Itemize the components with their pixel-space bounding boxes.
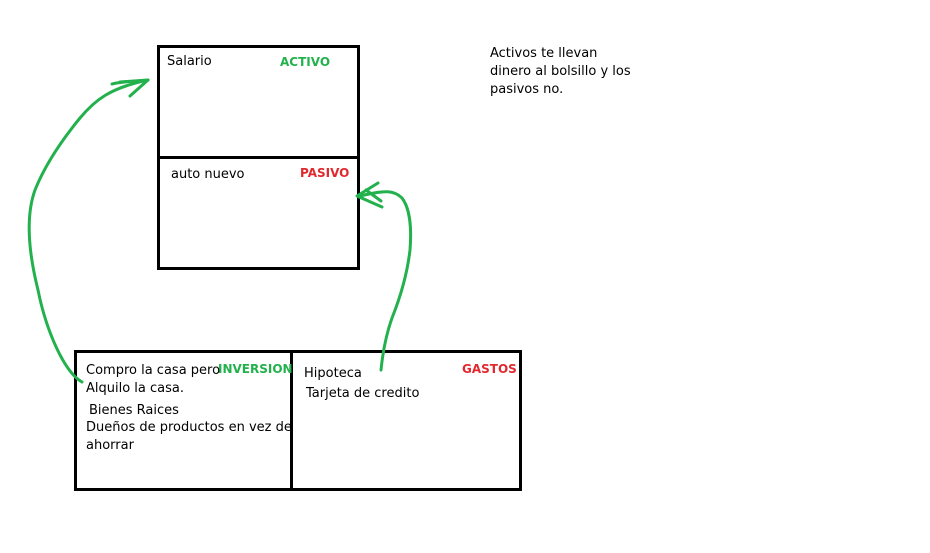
note-line-1: Activos te llevan [490,46,598,61]
note-line-2: dinero al bolsillo y los [490,64,631,79]
activo-item-text: Salario [167,54,212,69]
arrow-gastos-to-pasivo-head [355,181,384,209]
inversion-line-5: ahorrar [86,438,134,453]
inversion-line-4: Dueños de productos en vez de [86,420,292,435]
pasivo-box [157,156,360,270]
arrow-inversion-to-activo [27,78,150,384]
pasivo-item-text: auto nuevo [171,167,245,182]
gastos-line-2: Tarjeta de credito [306,386,420,401]
gastos-label: GASTOS [462,362,517,376]
inversion-label: INVERSION [218,362,293,376]
inversion-line-1: Compro la casa pero [86,363,221,378]
note-line-3: pasivos no. [490,82,564,97]
pasivo-label: PASIVO [300,166,350,180]
activo-box [157,45,360,159]
inversion-line-2: Alquilo la casa. [86,381,185,396]
activo-label: ACTIVO [280,55,331,69]
inversion-line-3: Bienes Raices [89,403,179,418]
inversion-box [74,350,295,491]
gastos-line-1: Hipoteca [304,366,362,381]
arrow-gastos-to-pasivo [358,190,413,372]
gastos-box [290,350,522,491]
arrow-inversion-to-activo-head [110,78,150,98]
